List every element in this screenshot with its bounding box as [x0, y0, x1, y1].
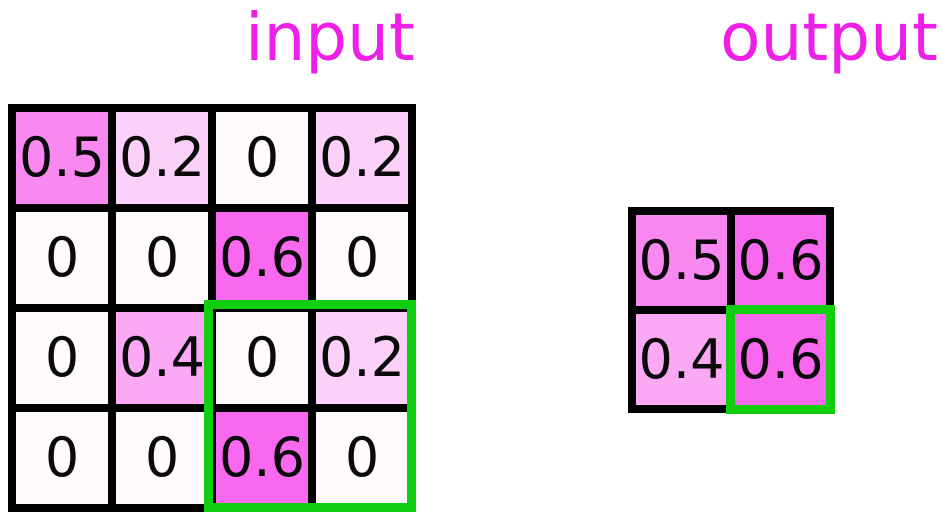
input-cell-r3c1: 0 — [16, 312, 108, 404]
output-title: output — [720, 0, 938, 76]
input-cell-r4c4: 0 — [316, 412, 408, 504]
output-grid: 0.5 0.6 0.4 0.6 — [628, 207, 834, 413]
input-cell-r1c1: 0.5 — [16, 112, 108, 204]
input-cell-r1c4: 0.2 — [316, 112, 408, 204]
input-grid: 0.5 0.2 0 0.2 0 0 0.6 0 0 0.4 0 0.2 0 0 … — [8, 104, 416, 512]
output-cell-r2c1: 0.4 — [636, 314, 727, 405]
input-cell-r4c3: 0.6 — [216, 412, 308, 504]
output-cell-r2c2: 0.6 — [735, 314, 826, 405]
input-cell-r1c3: 0 — [216, 112, 308, 204]
input-cell-r2c4: 0 — [316, 212, 408, 304]
input-cell-r3c2: 0.4 — [116, 312, 208, 404]
input-cell-r2c2: 0 — [116, 212, 208, 304]
input-cell-r1c2: 0.2 — [116, 112, 208, 204]
input-title: input — [245, 0, 415, 76]
input-cell-r4c2: 0 — [116, 412, 208, 504]
input-cell-r2c1: 0 — [16, 212, 108, 304]
input-cell-r4c1: 0 — [16, 412, 108, 504]
input-cell-r2c3: 0.6 — [216, 212, 308, 304]
input-cell-r3c3: 0 — [216, 312, 308, 404]
input-cell-r3c4: 0.2 — [316, 312, 408, 404]
output-cell-r1c2: 0.6 — [735, 215, 826, 306]
output-cell-r1c1: 0.5 — [636, 215, 727, 306]
